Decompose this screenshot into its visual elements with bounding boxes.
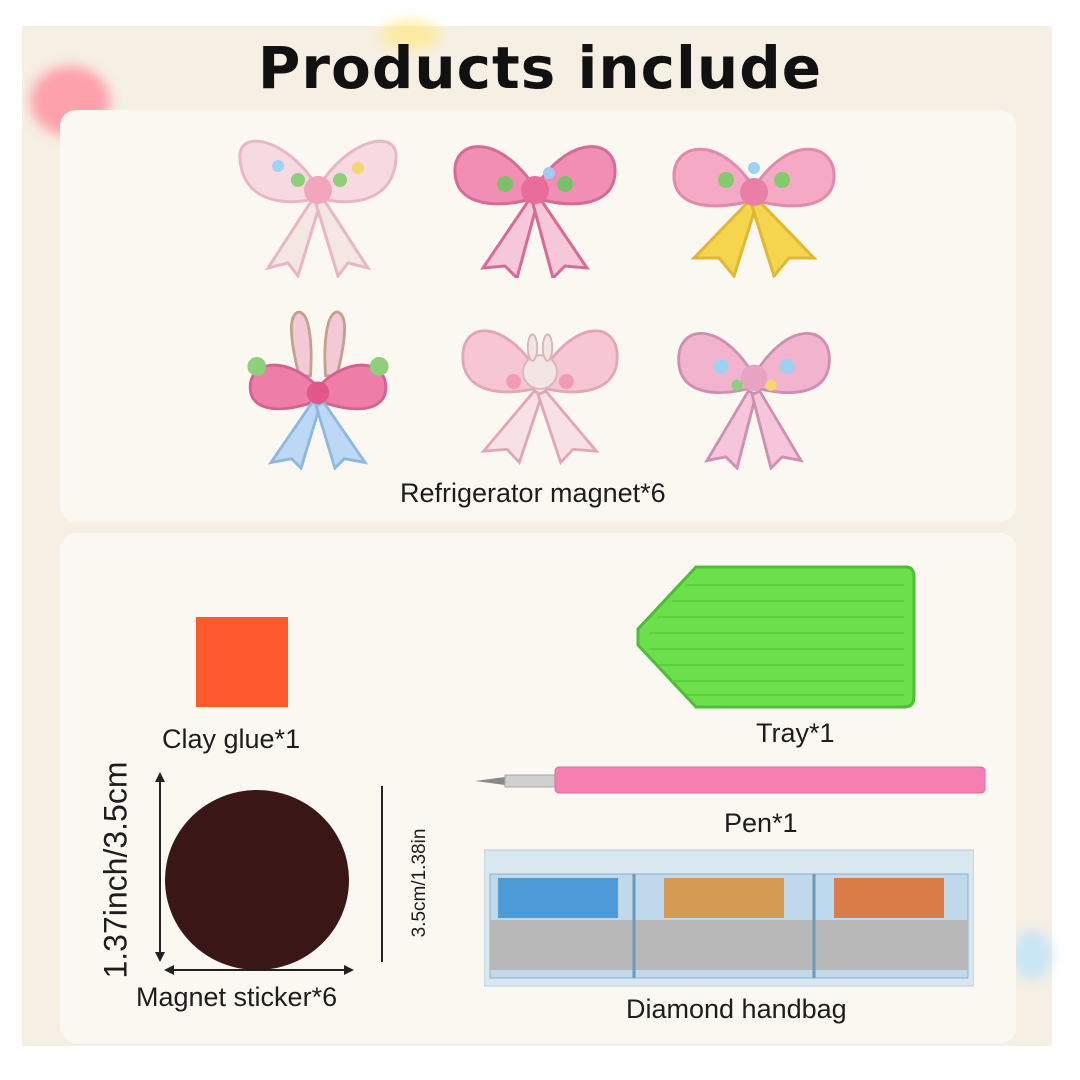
clay-glue-image: [196, 617, 288, 707]
dimension-arrows: [155, 772, 383, 975]
bow-image: [672, 147, 836, 278]
diamond-handbag-label: Diamond handbag: [626, 994, 847, 1024]
tray-image: [636, 565, 916, 709]
clay-glue-label: Clay glue*1: [162, 724, 301, 754]
pen-image: [475, 766, 986, 794]
decorative-yellow-blob: [380, 20, 440, 50]
bow-image: [238, 139, 398, 278]
refrigerator-magnet-label: Refrigerator magnet*6: [400, 478, 666, 508]
bow-image: [453, 145, 617, 278]
tray-label: Tray*1: [756, 718, 835, 748]
diamond-handbag-image: [484, 849, 974, 987]
bow-image: [247, 310, 389, 470]
page-title: Products include: [257, 34, 823, 102]
dimension-label-right: 3.5cm/1.38in: [409, 828, 430, 938]
dimension-label-left: 1.37inch/3.5cm: [97, 761, 134, 979]
bow-image: [677, 332, 831, 470]
decorative-blue-blob: [1012, 930, 1052, 980]
pen-label: Pen*1: [724, 808, 798, 838]
magnet-sticker-image: [165, 790, 349, 970]
magnet-sticker-label: Magnet sticker*6: [136, 982, 338, 1012]
bow-image: [461, 329, 619, 466]
